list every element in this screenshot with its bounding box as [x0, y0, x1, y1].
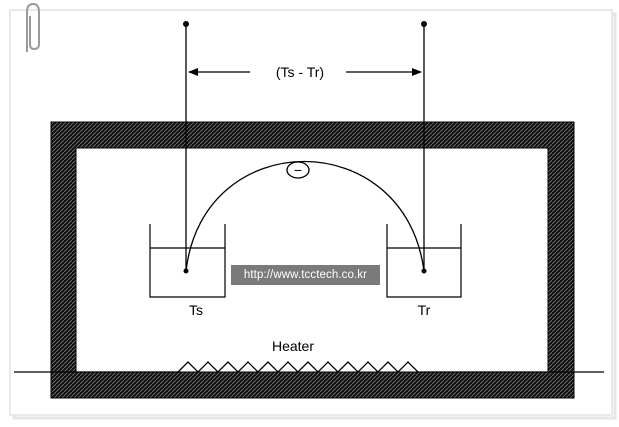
- difference-label: (Ts - Tr): [276, 64, 324, 80]
- sample-label: Ts: [189, 302, 203, 318]
- electron-sign: −: [294, 162, 302, 178]
- reference-label: Tr: [418, 302, 431, 318]
- sample-crucible: [149, 224, 226, 298]
- thermocouple-wires: [185, 24, 425, 271]
- wire-junctions: [183, 21, 427, 274]
- electron-symbol: [286, 161, 310, 179]
- heater-element: [14, 361, 604, 373]
- watermark-url: http://www.tcctech.co.kr: [231, 265, 380, 285]
- heater-label: Heater: [272, 338, 314, 354]
- paperclip-icon: [26, 2, 40, 52]
- page-frame: [9, 9, 617, 420]
- connecting-arc: [185, 161, 425, 272]
